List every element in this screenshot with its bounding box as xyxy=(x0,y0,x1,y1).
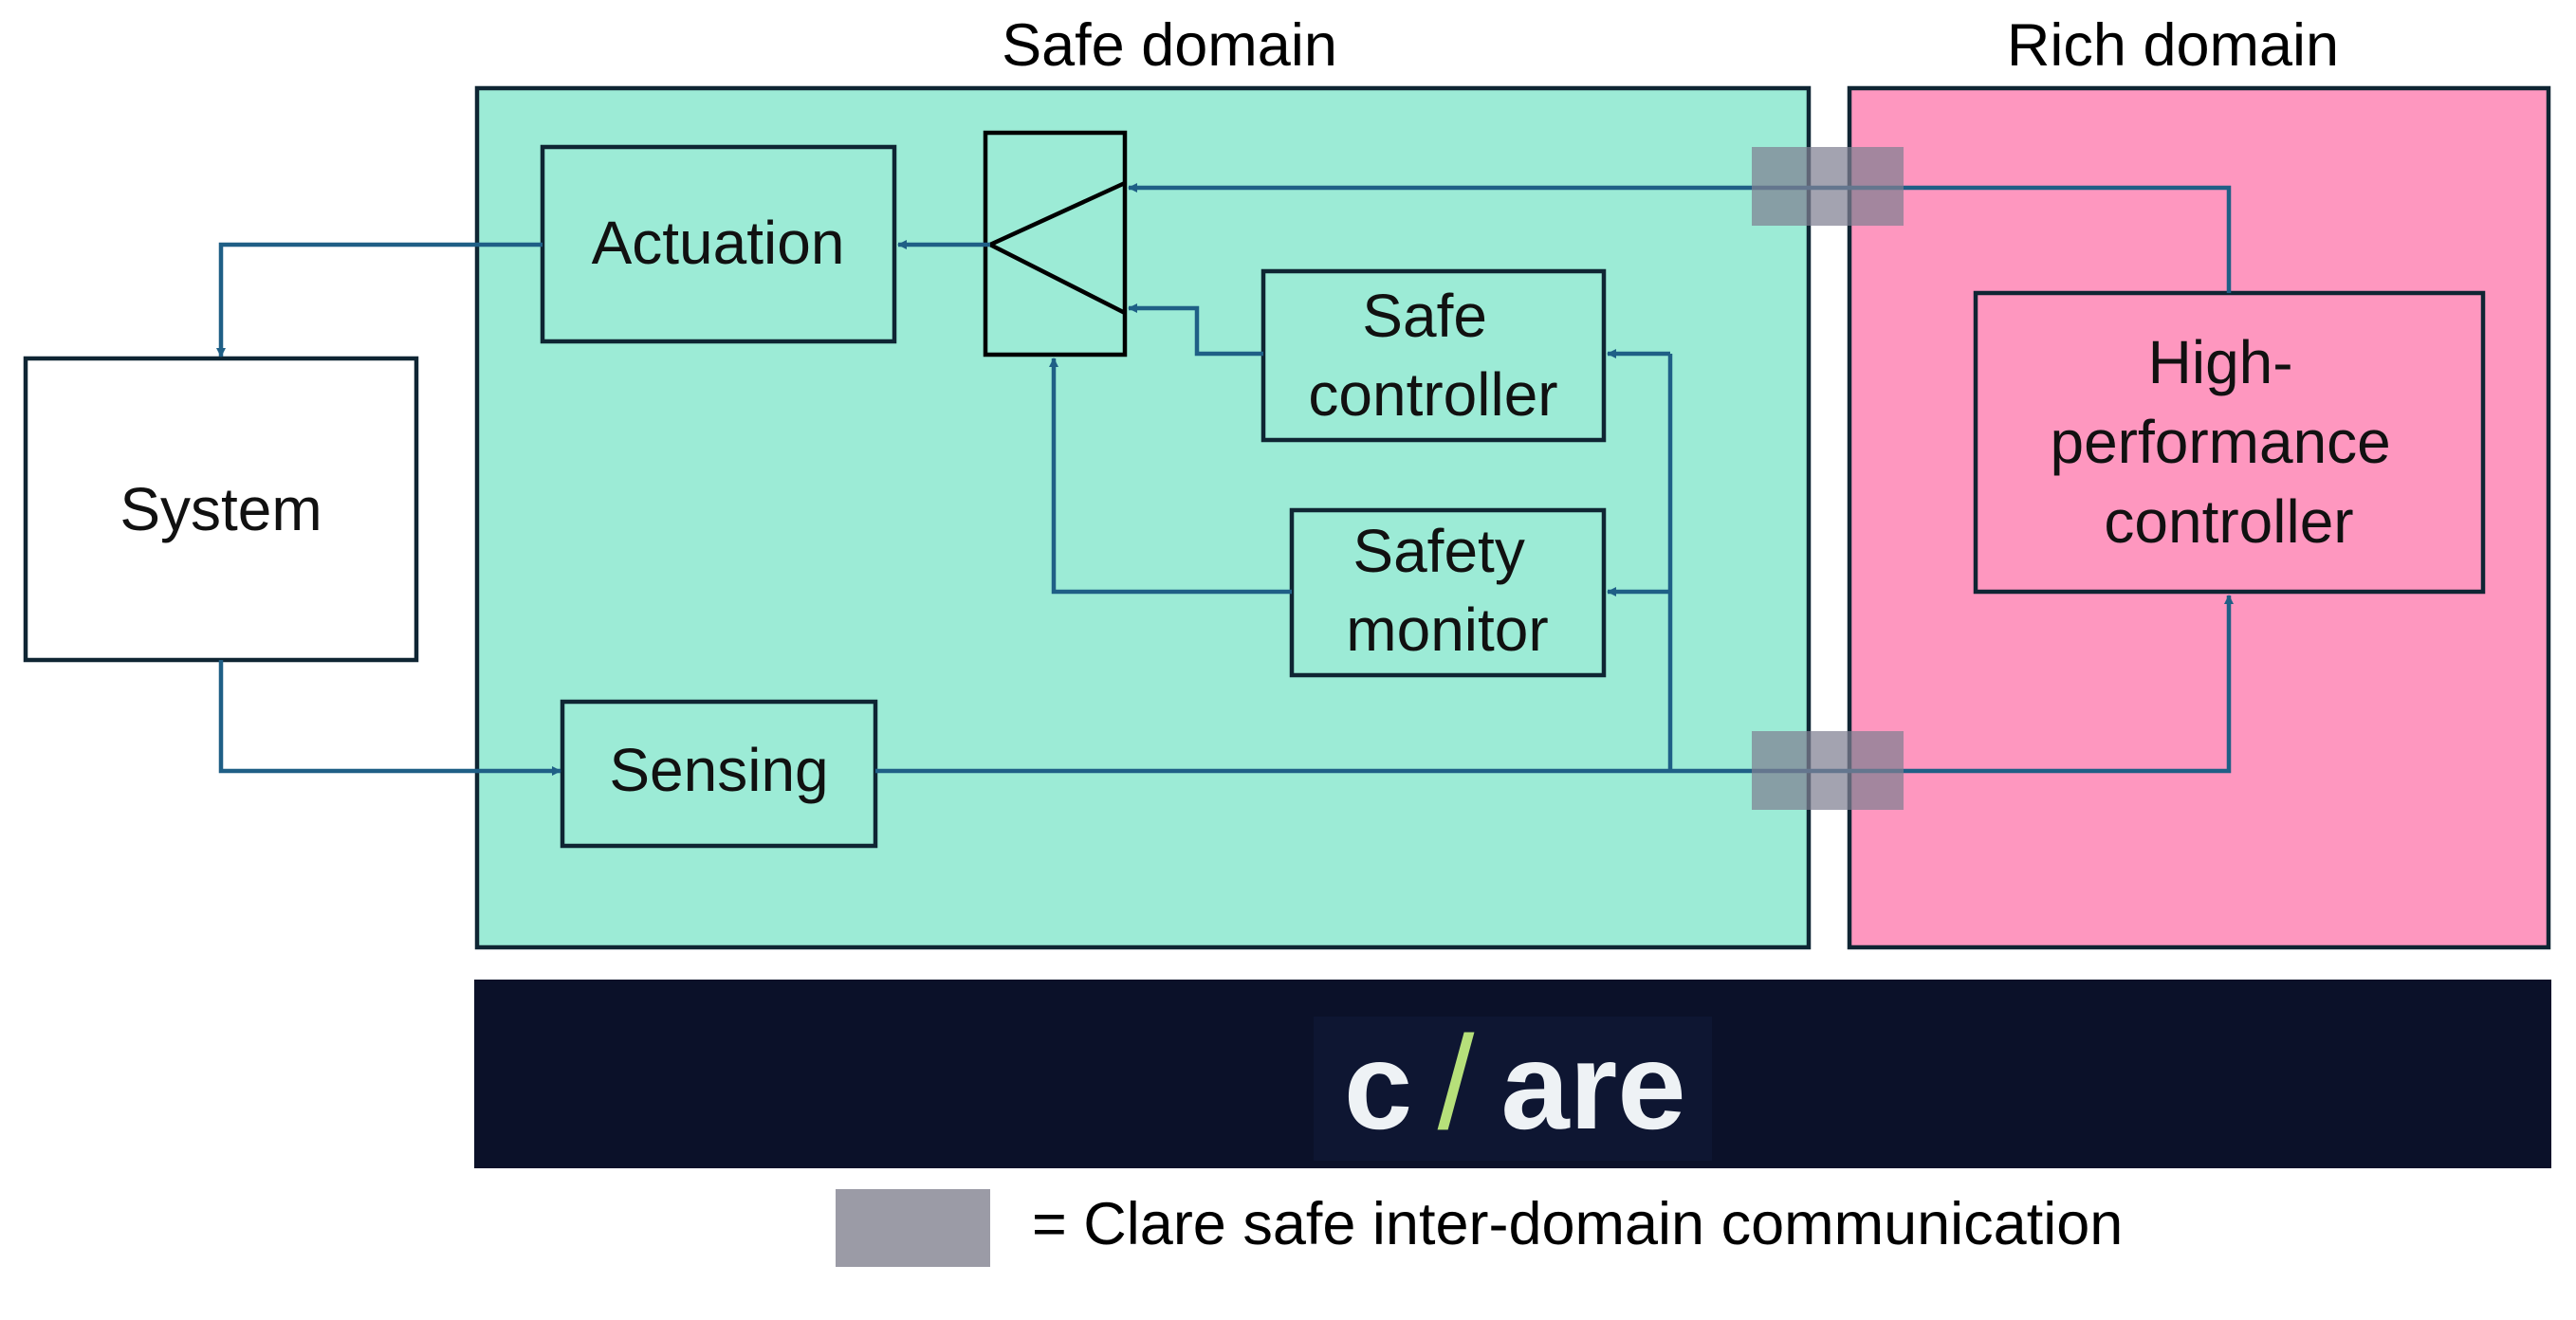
safety-monitor-label-line-1: Safety xyxy=(1352,517,1524,585)
hpc-label-line-3: controller xyxy=(2104,487,2353,556)
sensing-label: Sensing xyxy=(609,736,828,804)
inter-domain-connector-bottom xyxy=(1752,731,1904,810)
legend-swatch xyxy=(836,1189,990,1267)
hpc-label-line-1: High- xyxy=(2148,328,2293,396)
hpc-label-line-2: performance xyxy=(2050,408,2390,476)
safe-controller-label: Safe controller xyxy=(1308,282,1557,429)
safety-monitor-block xyxy=(1289,507,1607,678)
wire-system-to-sensing xyxy=(218,660,561,776)
logo-slash: / xyxy=(1438,1008,1475,1157)
signal-wires xyxy=(216,183,2234,776)
inter-domain-connector-top xyxy=(1752,147,1904,226)
high-performance-controller-block xyxy=(1973,290,2486,595)
safety-monitor-label: Safety monitor xyxy=(1346,517,1548,664)
system-block xyxy=(23,356,419,663)
actuation-block xyxy=(540,144,897,344)
selector-switch-icon xyxy=(983,130,1128,358)
system-label: System xyxy=(120,475,322,543)
sensing-block xyxy=(560,699,878,849)
actuation-label: Actuation xyxy=(592,209,845,277)
rich-domain-title: Rich domain xyxy=(2007,12,2339,79)
clare-logo: c / are xyxy=(1314,1008,1712,1161)
safety-monitor-label-line-2: monitor xyxy=(1346,596,1548,664)
safe-controller-block xyxy=(1260,268,1607,443)
wire-hpc-to-switch xyxy=(1128,183,2232,293)
wire-sensing-to-hpc xyxy=(875,595,2234,774)
safe-controller-label-line-1: Safe xyxy=(1362,282,1487,350)
safe-controller-label-line-2: controller xyxy=(1308,360,1557,429)
legend-text: = Clare safe inter-domain communication xyxy=(1032,1191,2123,1257)
wire-safe-controller-to-switch xyxy=(1128,303,1263,357)
high-performance-controller-label: High- performance controller xyxy=(2050,328,2407,556)
logo-text-left: c xyxy=(1344,1017,1412,1155)
wire-safety-monitor-to-switch xyxy=(1049,358,1292,595)
logo-text-right: are xyxy=(1500,1017,1685,1155)
safe-domain-title: Safe domain xyxy=(1002,12,1337,79)
wire-actuation-to-system xyxy=(216,242,543,358)
